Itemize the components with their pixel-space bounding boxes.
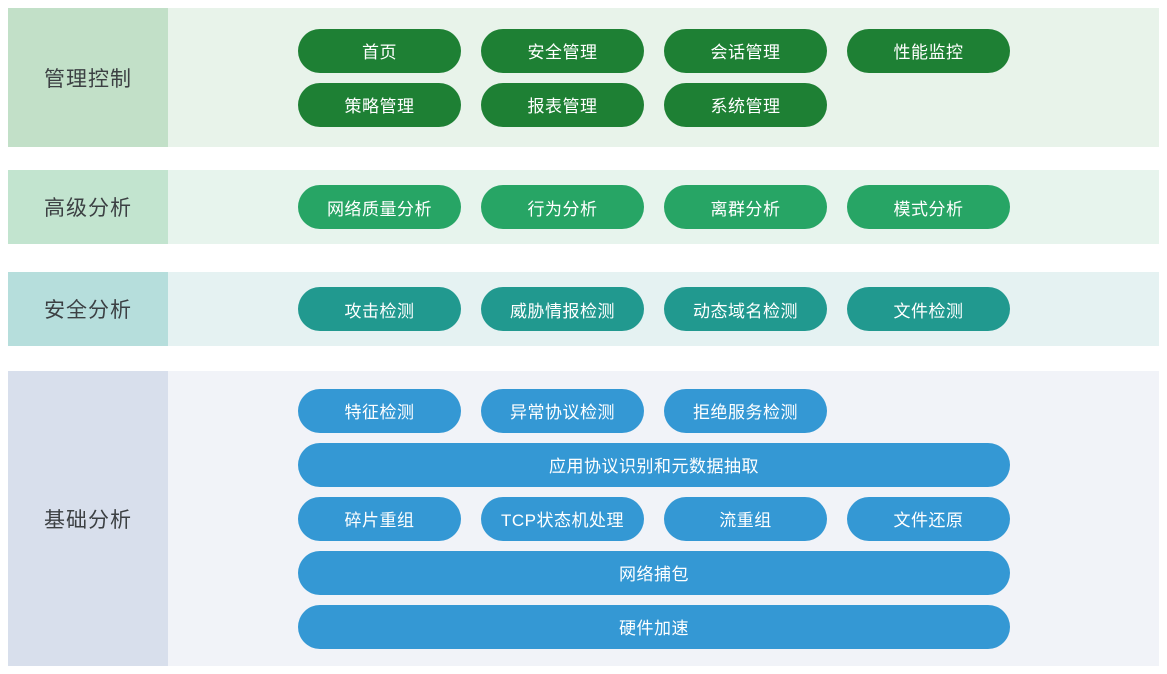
module-packet-capture[interactable]: 网络捕包 bbox=[298, 550, 1010, 595]
module-file-detection[interactable]: 文件检测 bbox=[847, 287, 1010, 331]
module-behavior-analysis[interactable]: 行为分析 bbox=[481, 185, 644, 229]
module-home[interactable]: 首页 bbox=[298, 28, 461, 73]
pill-row: 应用协议识别和元数据抽取 bbox=[298, 442, 1159, 487]
layer-label-management: 管理控制 bbox=[8, 8, 168, 147]
layer-body-basic: 特征检测 异常协议检测 拒绝服务检测 应用协议识别和元数据抽取 碎片重组 TCP… bbox=[168, 371, 1159, 666]
module-signature-detection[interactable]: 特征检测 bbox=[298, 388, 461, 433]
module-network-quality-analysis[interactable]: 网络质量分析 bbox=[298, 185, 461, 229]
module-flow-reassembly[interactable]: 流重组 bbox=[664, 496, 827, 541]
pill-row: 硬件加速 bbox=[298, 604, 1159, 649]
pill-row: 网络捕包 bbox=[298, 550, 1159, 595]
layer-management: 管理控制 首页 安全管理 会话管理 性能监控 策略管理 报表管理 系统管理 bbox=[8, 8, 1159, 147]
layer-body-management: 首页 安全管理 会话管理 性能监控 策略管理 报表管理 系统管理 bbox=[168, 8, 1159, 147]
module-threat-intel-detection[interactable]: 威胁情报检测 bbox=[481, 287, 644, 331]
module-tcp-state-machine[interactable]: TCP状态机处理 bbox=[481, 496, 644, 541]
layer-body-security: 攻击检测 威胁情报检测 动态域名检测 文件检测 bbox=[168, 272, 1159, 346]
layer-basic: 基础分析 特征检测 异常协议检测 拒绝服务检测 应用协议识别和元数据抽取 碎片重… bbox=[8, 371, 1159, 666]
module-dos-detection[interactable]: 拒绝服务检测 bbox=[664, 388, 827, 433]
module-policy-mgmt[interactable]: 策略管理 bbox=[298, 82, 461, 127]
module-outlier-analysis[interactable]: 离群分析 bbox=[664, 185, 827, 229]
layer-label-advanced: 高级分析 bbox=[8, 170, 168, 244]
module-pattern-analysis[interactable]: 模式分析 bbox=[847, 185, 1010, 229]
pill-row: 攻击检测 威胁情报检测 动态域名检测 文件检测 bbox=[298, 287, 1159, 331]
module-fragment-reassembly[interactable]: 碎片重组 bbox=[298, 496, 461, 541]
module-protocol-anomaly-detection[interactable]: 异常协议检测 bbox=[481, 388, 644, 433]
pill-row: 首页 安全管理 会话管理 性能监控 bbox=[298, 28, 1159, 73]
layer-label-basic: 基础分析 bbox=[8, 371, 168, 666]
pill-row: 网络质量分析 行为分析 离群分析 模式分析 bbox=[298, 185, 1159, 229]
module-security-mgmt[interactable]: 安全管理 bbox=[481, 28, 644, 73]
pill-row: 碎片重组 TCP状态机处理 流重组 文件还原 bbox=[298, 496, 1159, 541]
module-report-mgmt[interactable]: 报表管理 bbox=[481, 82, 644, 127]
module-performance-mon[interactable]: 性能监控 bbox=[847, 28, 1010, 73]
module-hardware-acceleration[interactable]: 硬件加速 bbox=[298, 604, 1010, 649]
layer-body-advanced: 网络质量分析 行为分析 离群分析 模式分析 bbox=[168, 170, 1159, 244]
layer-advanced: 高级分析 网络质量分析 行为分析 离群分析 模式分析 bbox=[8, 170, 1159, 244]
layer-security: 安全分析 攻击检测 威胁情报检测 动态域名检测 文件检测 bbox=[8, 272, 1159, 346]
module-system-mgmt[interactable]: 系统管理 bbox=[664, 82, 827, 127]
module-dga-domain-detection[interactable]: 动态域名检测 bbox=[664, 287, 827, 331]
pill-row: 策略管理 报表管理 系统管理 bbox=[298, 82, 1159, 127]
module-attack-detection[interactable]: 攻击检测 bbox=[298, 287, 461, 331]
module-app-protocol-identification[interactable]: 应用协议识别和元数据抽取 bbox=[298, 442, 1010, 487]
layer-label-security: 安全分析 bbox=[8, 272, 168, 346]
module-session-mgmt[interactable]: 会话管理 bbox=[664, 28, 827, 73]
pill-row: 特征检测 异常协议检测 拒绝服务检测 bbox=[298, 388, 1159, 433]
module-file-restore[interactable]: 文件还原 bbox=[847, 496, 1010, 541]
